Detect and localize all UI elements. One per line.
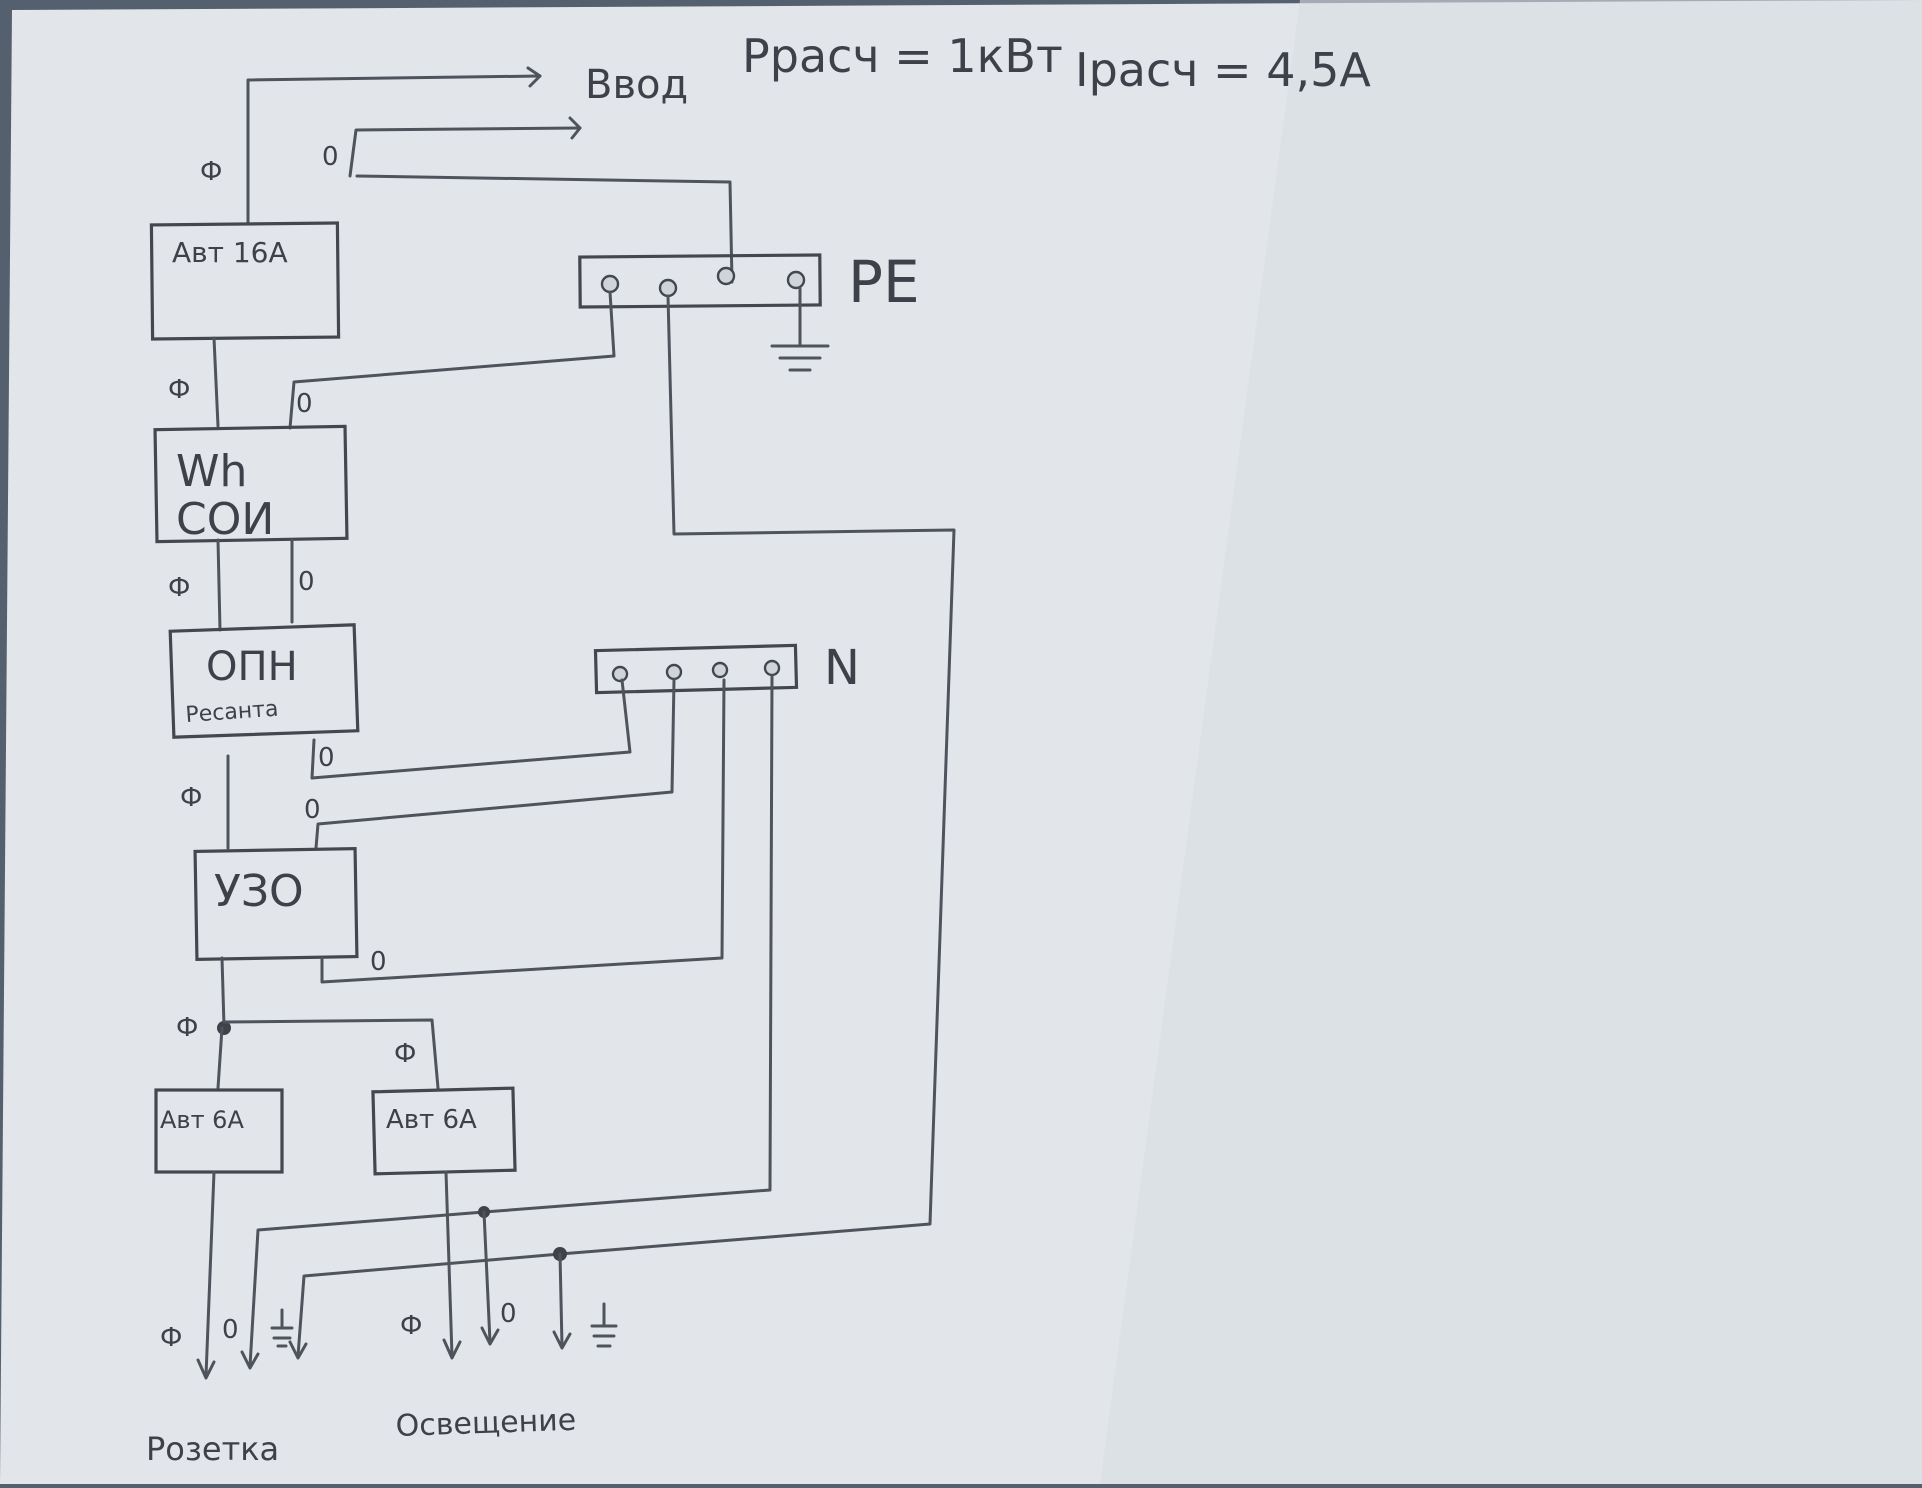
socket-breaker-label: Авт 6А bbox=[160, 1106, 244, 1134]
socket-pe-arrow bbox=[288, 1340, 308, 1360]
socket-phase-label: Ф bbox=[160, 1323, 182, 1353]
sockets-output-label: Розетка bbox=[146, 1430, 279, 1468]
pe-bus-label: PE bbox=[848, 248, 920, 316]
socket-ground-icon bbox=[270, 1308, 294, 1348]
neutral-label-5: 0 bbox=[304, 795, 321, 825]
phase-label-3: Ф bbox=[168, 573, 190, 603]
pe-distribution-wire bbox=[296, 294, 956, 1358]
pe-terminal-4 bbox=[786, 270, 806, 290]
phase-to-lighting-breaker bbox=[222, 1018, 440, 1090]
socket-phase-out bbox=[204, 1170, 216, 1378]
n-terminal-3 bbox=[711, 661, 729, 679]
meter-label-line1: Wh bbox=[176, 446, 247, 497]
ground-icon bbox=[770, 286, 830, 372]
lighting-phase-label: Ф bbox=[400, 1311, 422, 1341]
paper-shade bbox=[1100, 0, 1922, 1484]
lighting-neutral-label: 0 bbox=[500, 1299, 517, 1329]
pe-terminal-3 bbox=[716, 266, 736, 286]
phase-label-8: Ф bbox=[394, 1039, 416, 1069]
phase-breaker-to-meter bbox=[212, 336, 220, 428]
socket-neutral-arrow bbox=[240, 1350, 260, 1370]
meter-label-line2: СОИ bbox=[176, 494, 274, 545]
current-formula: Iрасч = 4,5А bbox=[1075, 43, 1371, 97]
input-phase-label: Ф bbox=[200, 157, 222, 187]
n-bus bbox=[593, 643, 799, 695]
input-phase-arrow bbox=[526, 66, 542, 88]
input-label: Ввод bbox=[585, 62, 688, 108]
input-neutral-label: 0 bbox=[322, 142, 339, 172]
lighting-phase-arrow bbox=[442, 1338, 462, 1360]
lighting-neutral-arrow bbox=[480, 1326, 500, 1346]
neutral-label-3: 0 bbox=[298, 567, 315, 597]
phase-meter-to-spd bbox=[216, 538, 222, 632]
input-phase-wire bbox=[246, 74, 542, 224]
lighting-breaker-label: Авт 6А bbox=[386, 1105, 477, 1135]
phase-label-2: Ф bbox=[168, 375, 190, 405]
rcd-label: УЗО bbox=[214, 866, 304, 917]
lighting-pe-out bbox=[558, 1252, 564, 1348]
socket-breaker-box bbox=[154, 1088, 284, 1174]
surge-protector-box bbox=[168, 623, 360, 739]
neutral-spd-to-nbus bbox=[310, 678, 632, 780]
main-breaker-box bbox=[149, 221, 341, 341]
pe-terminal-2 bbox=[658, 278, 678, 298]
socket-phase-arrow bbox=[196, 1358, 216, 1380]
phase-label-5: Ф bbox=[180, 783, 202, 813]
n-bus-label: N bbox=[824, 640, 860, 696]
meter-box bbox=[153, 424, 349, 544]
phase-to-socket-breaker bbox=[216, 1026, 224, 1090]
neutral-label-4: 0 bbox=[318, 743, 335, 773]
surge-protector-label: ОПН bbox=[206, 644, 298, 690]
n-terminal-4 bbox=[763, 659, 781, 677]
n-terminal-2 bbox=[665, 663, 683, 681]
input-neutral-arrow bbox=[568, 116, 582, 140]
neutral-pe1-to-meter bbox=[288, 290, 616, 430]
neutral-label-6: 0 bbox=[370, 947, 387, 977]
power-formula: Pрасч = 1кВт bbox=[742, 29, 1063, 83]
pe-bus bbox=[578, 253, 822, 309]
main-breaker-label: Авт 16А bbox=[172, 236, 288, 269]
phase-label-7: Ф bbox=[176, 1013, 198, 1043]
lighting-ground-icon bbox=[590, 1302, 618, 1348]
socket-neutral-label: 0 bbox=[222, 1315, 239, 1345]
input-neutral-wire bbox=[348, 126, 734, 284]
neutral-label-2: 0 bbox=[296, 389, 313, 419]
phase-rcd-to-split bbox=[220, 956, 226, 1028]
lighting-pe-arrow bbox=[552, 1330, 572, 1350]
n-terminal-1 bbox=[611, 665, 629, 683]
neutral-rcd-to-nbus bbox=[320, 678, 726, 984]
lighting-neutral-out bbox=[482, 1210, 492, 1344]
lighting-output-label: Освещение bbox=[395, 1403, 577, 1444]
neutral-nbus-to-rcd bbox=[314, 678, 676, 850]
pe-terminal-1 bbox=[600, 274, 620, 294]
rcd-box bbox=[193, 846, 359, 962]
